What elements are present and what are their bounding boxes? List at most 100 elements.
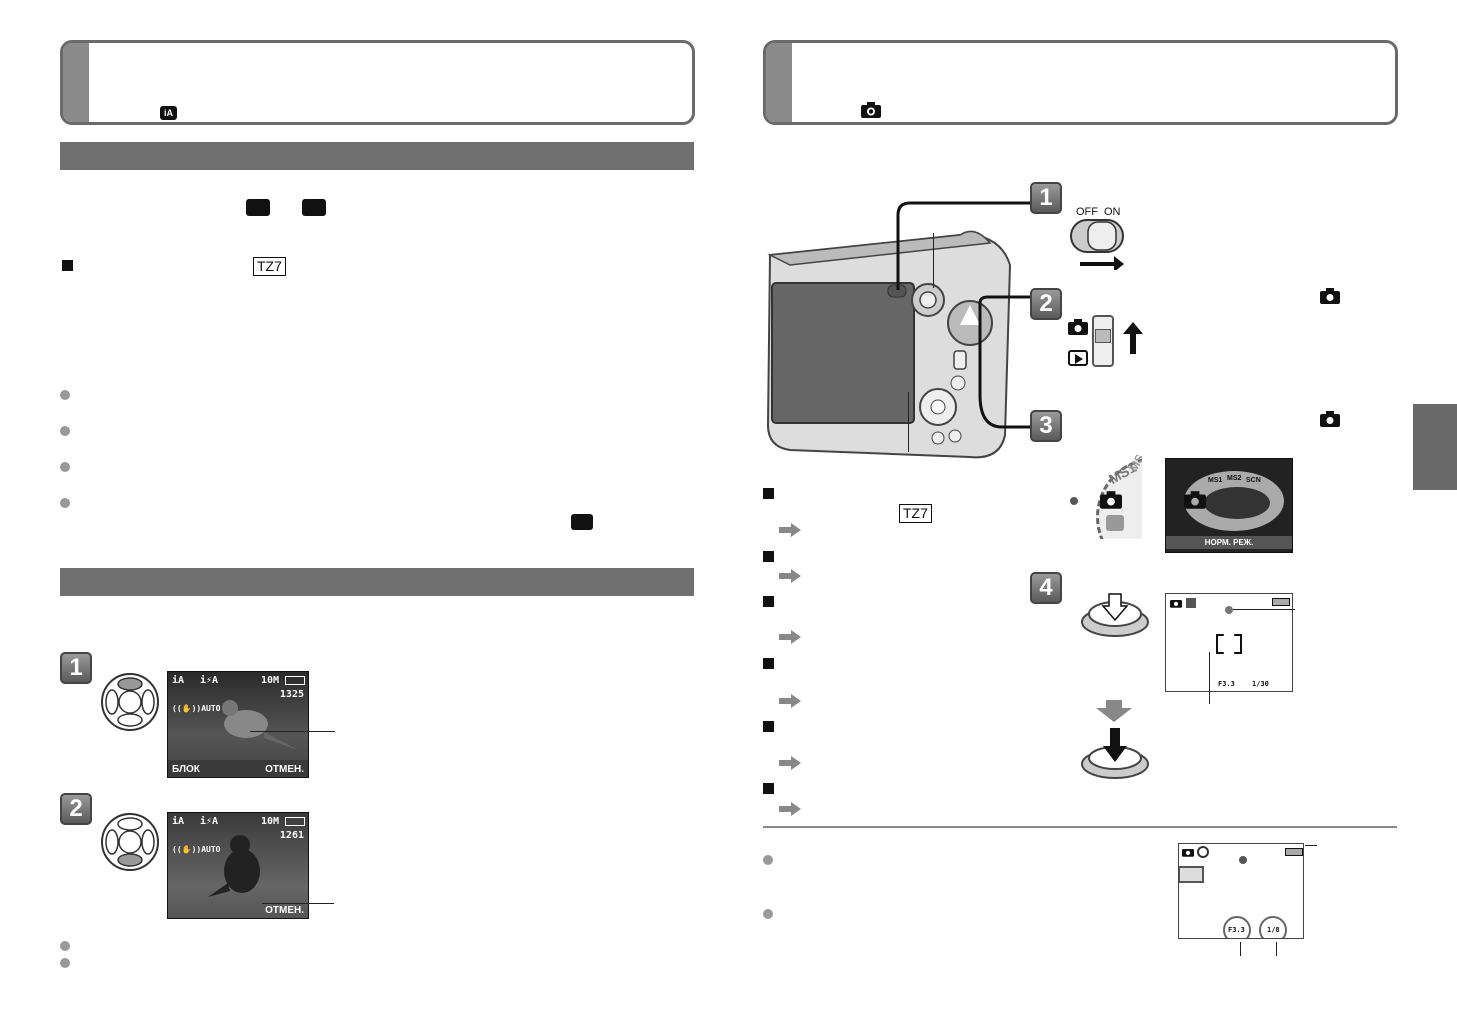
mode-indicator: iA <box>172 816 185 827</box>
camera-icon <box>861 102 881 118</box>
camera-body-illustration <box>766 230 1012 459</box>
aperture-circle <box>1223 916 1251 938</box>
dial-camera-icon <box>1100 491 1122 509</box>
cursor-button-down-icon <box>101 813 159 871</box>
callout-line <box>1305 845 1317 846</box>
step-1-badge: 1 <box>1030 182 1062 214</box>
callout-line <box>250 731 335 732</box>
mode-label-1: MS1 <box>1208 477 1223 484</box>
camera-icon <box>1320 411 1340 427</box>
shot-counter: 1325 <box>279 689 304 700</box>
mode-label-3: SCN <box>1246 477 1261 484</box>
cancel-softkey: ОТМЕН. <box>265 905 304 916</box>
step-3-badge: 3 <box>1030 410 1062 442</box>
i-scenery-icon <box>302 199 326 216</box>
down-arrow-icon <box>1096 700 1132 722</box>
callout-line <box>1233 609 1295 610</box>
callout-line <box>1276 942 1277 956</box>
intelligent-auto-icon: iA <box>160 106 177 120</box>
dot-bullet <box>60 498 70 508</box>
camera-mode-icon <box>1170 600 1182 608</box>
step-2-badge: 2 <box>60 793 92 825</box>
resolution-indicator: 10M <box>261 675 280 686</box>
dot-bullet <box>60 462 70 472</box>
step-2-badge: 2 <box>1030 288 1062 320</box>
stabilizer-icon <box>1197 846 1209 858</box>
model-badge: TZ7 <box>253 257 286 276</box>
camera-mode-icon <box>1182 849 1194 857</box>
switch-off-label: OFF <box>1076 206 1098 218</box>
callout-line <box>933 233 934 288</box>
square-bullet <box>763 596 774 607</box>
focus-indicator-dot <box>1239 856 1247 864</box>
dial-pointer-dot <box>1070 497 1078 505</box>
i-portrait-icon <box>246 199 270 216</box>
shutter-half-press-icon <box>1081 593 1149 637</box>
cursor-button-up-icon <box>101 673 159 731</box>
battery-icon <box>1272 598 1290 606</box>
battery-icon <box>1285 848 1303 856</box>
left-title-box <box>60 40 695 125</box>
left-section-bar-2 <box>60 568 694 596</box>
section-divider <box>763 826 1397 828</box>
dot-bullet <box>60 390 70 400</box>
mode-label-2: MS2 <box>1227 475 1242 482</box>
camera-mode-icon <box>1068 319 1088 335</box>
chapter-side-tab <box>1413 404 1457 490</box>
reference-arrow-icon <box>779 694 801 708</box>
focus-lcd-screen: F3.3 1/30 <box>1165 593 1293 692</box>
title-band <box>766 43 792 122</box>
dot-bullet <box>763 909 773 919</box>
dot-bullet <box>60 941 70 951</box>
mode-menu-caption: НОРМ. РЕЖ. <box>1166 536 1292 549</box>
dot-bullet <box>763 855 773 865</box>
mode-menu-screen: MS1 MS2 SCN НОРМ. РЕЖ. <box>1165 458 1293 553</box>
callout-line <box>1209 652 1210 704</box>
battery-icon <box>285 676 305 685</box>
bird-photo <box>208 835 260 897</box>
callout-line <box>1240 942 1241 956</box>
shutter-circle <box>1259 916 1287 938</box>
switch-on-label: ON <box>1104 206 1121 218</box>
left-section-bar-1 <box>60 142 694 170</box>
i-macro-icon <box>571 514 593 530</box>
reference-arrow-icon <box>779 756 801 770</box>
bird-lcd-screen-1: iA i⚡A 10M 1325 ((✋))AUTO БЛОК ОТМЕН. <box>167 671 309 778</box>
right-title-box <box>763 40 1398 125</box>
reference-arrow-icon <box>779 569 801 583</box>
detail-lcd-screen: F3.3 1/8 <box>1178 843 1304 939</box>
lock-softkey: БЛОК <box>172 764 200 775</box>
step-connectors <box>896 201 1030 429</box>
mode-slider <box>1092 315 1114 367</box>
reference-arrow-icon <box>779 523 801 537</box>
callout-line <box>908 392 909 452</box>
square-bullet <box>763 658 774 669</box>
focus-indicator-dot <box>1225 606 1233 614</box>
shutter-full-press-icon <box>1081 728 1149 779</box>
playback-icon <box>1068 350 1088 366</box>
dot-bullet <box>60 958 70 968</box>
reference-arrow-icon <box>779 630 801 644</box>
shutter-speed-value: 1/8 <box>1267 926 1280 934</box>
mode-ellipse-inner <box>1204 487 1270 519</box>
aperture-value: F3.3 <box>1228 926 1245 934</box>
square-bullet <box>62 260 73 271</box>
camera-icon <box>1320 288 1340 304</box>
title-band <box>63 43 89 122</box>
shot-counter: 1261 <box>279 830 304 841</box>
battery-icon <box>285 817 305 826</box>
shutter-speed-value: 1/30 <box>1252 680 1269 688</box>
mode-dial: MS1 MS2 <box>1068 455 1142 539</box>
step-1-badge: 1 <box>60 652 92 684</box>
square-bullet <box>763 721 774 732</box>
flash-icon <box>1186 598 1196 608</box>
aperture-value: F3.3 <box>1218 680 1235 688</box>
up-arrow-icon <box>1123 322 1143 354</box>
square-bullet <box>763 488 774 499</box>
stabilizer-indicator: ((✋))AUTO <box>172 704 221 713</box>
cancel-softkey: ОТМЕН. <box>265 764 304 775</box>
reference-arrow-icon <box>779 802 801 816</box>
square-bullet <box>763 783 774 794</box>
callout-line <box>262 903 334 904</box>
power-switch-icon <box>1070 219 1124 270</box>
